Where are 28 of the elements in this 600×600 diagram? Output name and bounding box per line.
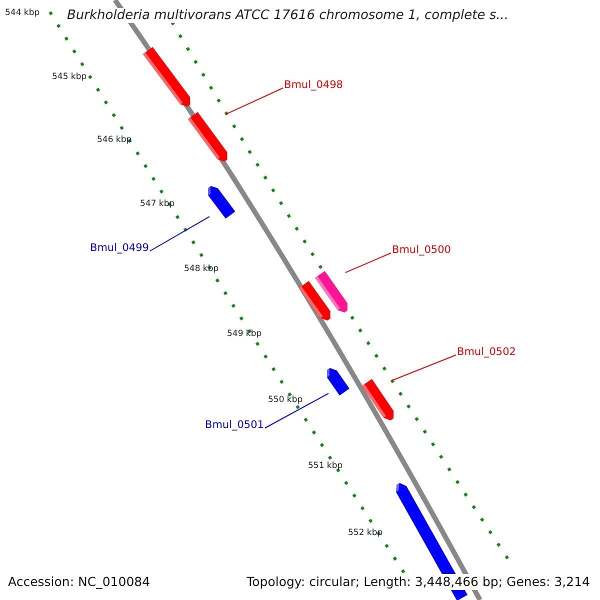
scale-label: 545 kbp bbox=[52, 72, 87, 82]
leader-line bbox=[149, 216, 210, 252]
scale-label: 551 kbp bbox=[308, 461, 343, 471]
gene-label: Bmul_0500 bbox=[392, 244, 451, 256]
leader-line bbox=[391, 354, 456, 382]
scale-label: 550 kbp bbox=[268, 395, 303, 405]
gene-label: Bmul_0502 bbox=[457, 346, 516, 358]
gene-bar bbox=[315, 270, 348, 312]
scale-label: 549 kbp bbox=[227, 329, 262, 339]
leader-line bbox=[264, 392, 329, 428]
accession-text: Accession: NC_010084 bbox=[6, 574, 152, 590]
gene-label: Bmul_0499 bbox=[90, 242, 149, 254]
leader-line bbox=[344, 252, 392, 274]
scale-label: 546 kbp bbox=[97, 135, 132, 145]
gene-bar bbox=[326, 368, 349, 396]
scale-label: 544 kbp bbox=[5, 8, 40, 18]
gene-bar bbox=[188, 112, 228, 162]
scale-label: 547 kbp bbox=[140, 199, 175, 209]
scale-label: 548 kbp bbox=[184, 264, 219, 274]
scale-label: 552 kbp bbox=[348, 528, 383, 538]
gene-label: Bmul_0501 bbox=[205, 419, 264, 431]
gene-bar bbox=[208, 186, 235, 219]
gene-bar bbox=[362, 378, 394, 420]
title: Burkholderia multivorans ATCC 17616 chromosome 1, complete s... bbox=[67, 8, 509, 23]
genome-info-text: Topology: circular; Length: 3,448,466 bp; Genes: 3,214 bbox=[244, 574, 592, 590]
gene-label: Bmul_0498 bbox=[284, 79, 343, 91]
gene-bar bbox=[143, 47, 190, 108]
leader-line bbox=[224, 88, 284, 115]
